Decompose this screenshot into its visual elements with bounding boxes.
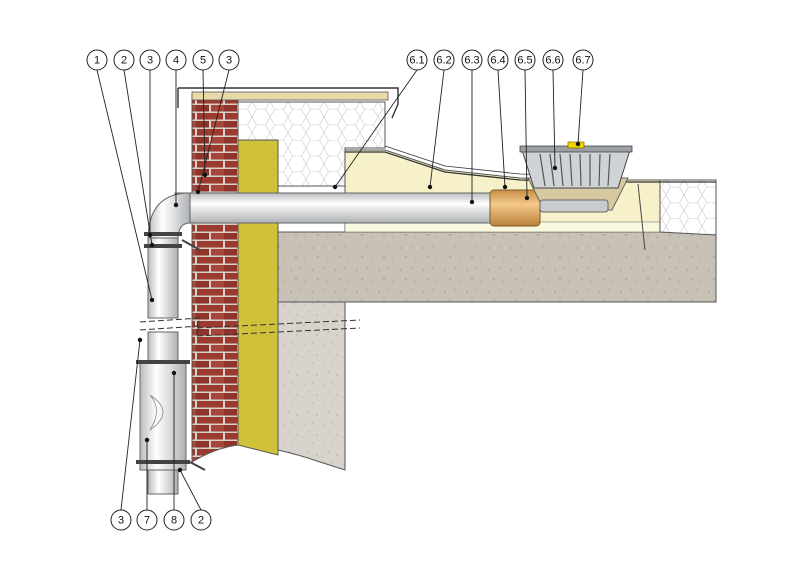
top-callout-label-12: 6.7 <box>575 55 590 67</box>
top-callout-circle-12 <box>572 49 594 71</box>
roof-slab <box>277 231 717 303</box>
pipe-clamps <box>136 232 206 471</box>
top-callout-1: 2 <box>113 49 135 71</box>
top-leader-dot-4 <box>202 172 208 178</box>
bottom-callout-1: 7 <box>136 509 158 531</box>
top-callout-9: 6.4 <box>487 49 509 71</box>
top-callout-circle-0 <box>86 49 108 71</box>
bottom-leader-3 <box>179 469 202 511</box>
top-callout-7: 6.2 <box>433 49 455 71</box>
top-leader-dot-12 <box>575 141 581 147</box>
top-callout-circle-7 <box>433 49 455 71</box>
top-callout-2: 3 <box>139 49 161 71</box>
bottom-callout-circle-2 <box>163 509 185 531</box>
bottom-leader-dot-0 <box>137 337 143 343</box>
bottom-callout-label-0: 3 <box>118 515 124 527</box>
top-leader-dot-7 <box>427 184 433 190</box>
bottom-leader-0 <box>120 339 141 511</box>
bottom-callout-label-3: 2 <box>198 515 204 527</box>
top-callout-circle-4 <box>192 49 214 71</box>
top-callout-8: 6.3 <box>461 49 483 71</box>
top-callout-label-0: 1 <box>94 55 100 67</box>
top-callout-10: 6.5 <box>514 49 536 71</box>
top-callout-label-1: 2 <box>121 55 127 67</box>
top-leader-dot-3 <box>173 202 179 208</box>
top-leader-5 <box>197 69 230 193</box>
top-callout-6: 6.1 <box>406 49 428 71</box>
brick-facade <box>191 94 239 463</box>
top-leader-10 <box>524 69 528 199</box>
bottom-callout-circle-0 <box>110 509 132 531</box>
top-callout-circle-9 <box>487 49 509 71</box>
roof-drain <box>519 141 633 213</box>
top-callout-label-7: 6.2 <box>436 55 451 67</box>
bottom-callout-3: 2 <box>190 509 212 531</box>
top-leader-dot-5 <box>195 189 201 195</box>
top-callout-label-10: 6.5 <box>517 55 532 67</box>
break-lines <box>139 317 361 337</box>
top-callout-label-8: 6.3 <box>464 55 479 67</box>
top-leader-9 <box>497 69 506 188</box>
bottom-leader-dot-1 <box>144 437 150 443</box>
top-callout-4: 5 <box>192 49 214 71</box>
top-callout-circle-10 <box>514 49 536 71</box>
top-callout-circle-3 <box>165 49 187 71</box>
top-callout-circle-11 <box>542 49 564 71</box>
bottom-leader-dot-3 <box>177 467 183 473</box>
top-callout-12: 6.7 <box>572 49 594 71</box>
top-leader-6 <box>334 69 418 188</box>
top-callout-label-4: 5 <box>200 55 206 67</box>
bottom-callout-circle-3 <box>190 509 212 531</box>
bottom-leader-dot-2 <box>171 370 177 376</box>
top-leader-dot-8 <box>469 199 475 205</box>
horizontal-drain-pipe <box>174 189 541 227</box>
parapet-flashing <box>177 87 399 119</box>
bottom-callout-2: 8 <box>163 509 185 531</box>
top-leader-dot-9 <box>502 184 508 190</box>
top-callout-label-3: 4 <box>173 55 179 67</box>
bottom-callout-label-2: 8 <box>171 515 177 527</box>
top-leader-1 <box>123 69 153 246</box>
callout-leaders <box>96 69 584 511</box>
top-callout-3: 4 <box>165 49 187 71</box>
top-leader-dot-0 <box>149 297 155 303</box>
top-leader-11 <box>552 69 556 169</box>
top-callout-label-11: 6.6 <box>545 55 560 67</box>
top-callout-label-9: 6.4 <box>490 55 505 67</box>
top-leader-dot-10 <box>524 195 530 201</box>
vertical-downpipe <box>139 237 187 495</box>
top-callout-0: 1 <box>86 49 108 71</box>
top-callout-5: 3 <box>218 49 240 71</box>
top-callout-label-5: 3 <box>226 55 232 67</box>
top-leader-dot-1 <box>149 242 155 248</box>
top-callout-label-6: 6.1 <box>409 55 424 67</box>
top-callout-circle-5 <box>218 49 240 71</box>
top-leader-dot-6 <box>332 184 338 190</box>
bottom-callout-0: 3 <box>110 509 132 531</box>
bottom-callout-circle-1 <box>136 509 158 531</box>
top-callout-circle-1 <box>113 49 135 71</box>
top-leader-4 <box>202 69 206 176</box>
top-callout-11: 6.6 <box>542 49 564 71</box>
top-callout-circle-8 <box>461 49 483 71</box>
wall-mineral-wool <box>237 139 279 456</box>
top-callout-label-2: 3 <box>147 55 153 67</box>
top-leader-0 <box>96 69 153 301</box>
top-leader-dot-11 <box>552 165 558 171</box>
callout-labels: 1 2 3 4 5 3 6.1 6.2 6.3 6.4 6.5 6.6 6.7 3 7 8 2 <box>86 49 594 531</box>
top-callout-circle-2 <box>139 49 161 71</box>
top-leader-12 <box>577 69 584 145</box>
top-leader-7 <box>429 69 445 188</box>
bottom-callout-label-1: 7 <box>144 515 150 527</box>
top-leader-dot-2 <box>147 232 153 238</box>
top-callout-circle-6 <box>406 49 428 71</box>
